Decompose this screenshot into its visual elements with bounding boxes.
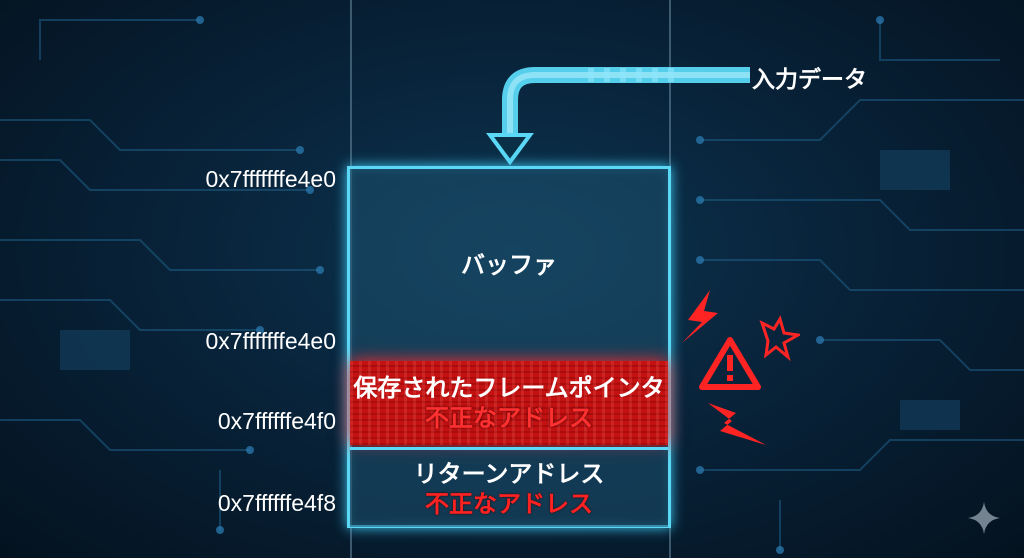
lightning-bolt-icon — [759, 315, 800, 362]
input-data-label: 入力データ — [752, 67, 867, 93]
stack-frame-diagram: バッファ 保存されたフレームポインタ 不正なアドレス リターンアドレス 不正なア… — [347, 166, 671, 528]
address-label: 0x7ffffffe4f0 — [217, 408, 336, 434]
return-address-label: リターンアドレス — [413, 459, 605, 488]
sparkle-icon — [968, 502, 1000, 534]
lightning-bolt-icon — [682, 290, 718, 343]
invalid-address-label: 不正なアドレス — [425, 489, 593, 518]
saved-frame-pointer-label: 保存されたフレームポインタ — [353, 374, 665, 402]
invalid-address-label: 不正なアドレス — [425, 404, 593, 432]
address-label: 0x7ffffffe4f8 — [217, 490, 336, 516]
lightning-bolt-icon — [708, 403, 766, 445]
address-label: 0x7fffffffe4e0 — [205, 328, 337, 354]
warning-triangle-icon — [699, 337, 761, 390]
buffer-label: バッファ — [461, 251, 557, 279]
input-arrow — [486, 67, 750, 166]
return-address-segment: リターンアドレス 不正なアドレス — [350, 447, 668, 527]
warning-cluster — [682, 290, 800, 445]
buffer-segment: バッファ — [350, 169, 668, 361]
address-label: 0x7fffffffe4e0 — [205, 166, 337, 192]
saved-frame-pointer-segment: 保存されたフレームポインタ 不正なアドレス — [350, 361, 668, 445]
